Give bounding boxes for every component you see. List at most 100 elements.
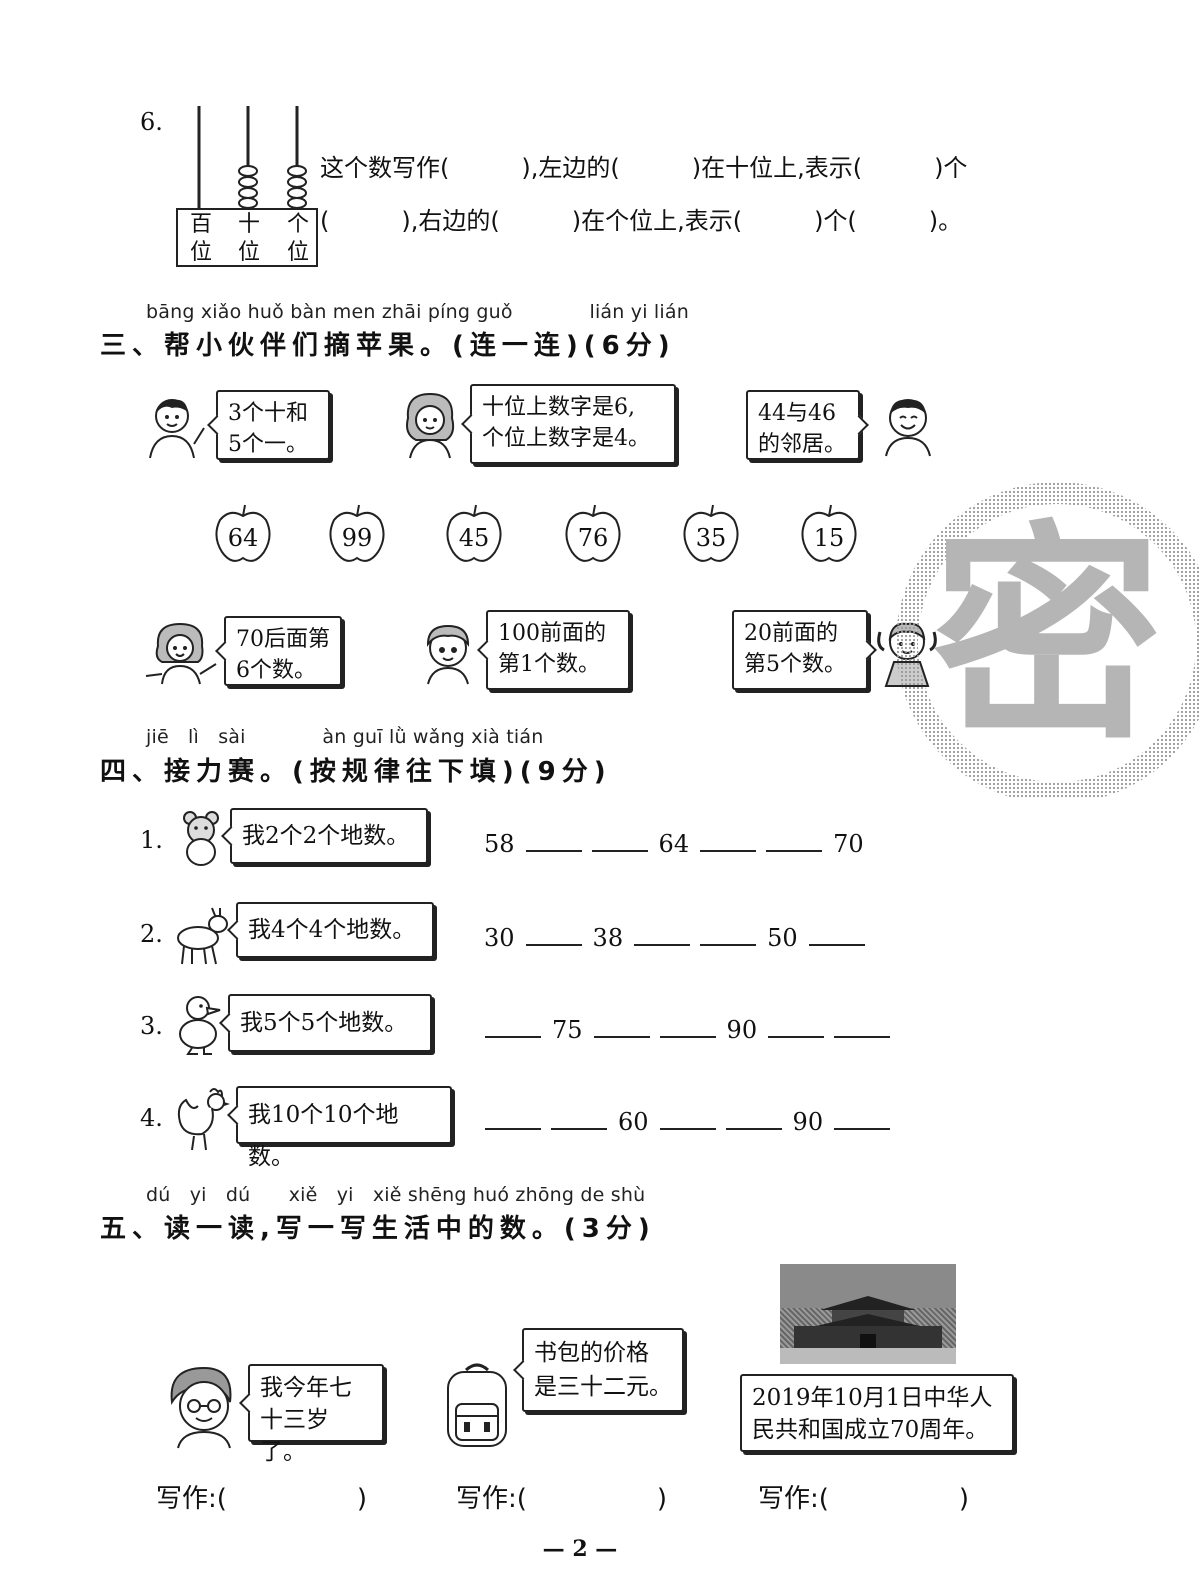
bubble-100-before-1st: 100前面的 第1个数。 xyxy=(486,610,630,690)
smiling-boy-icon xyxy=(885,399,931,457)
section-3-pinyin: bāng xiǎo huǒ bàn men zhāi píng guǒ lián… xyxy=(146,301,689,323)
write-answer-3[interactable]: 写作:( ) xyxy=(758,1484,970,1514)
apple-number: 76 xyxy=(577,524,609,552)
page-number: — 2 — xyxy=(542,1536,618,1562)
answer-blank[interactable] xyxy=(659,1012,716,1038)
boy-pointing-icon xyxy=(149,399,205,459)
seq-number: 64 xyxy=(658,830,690,858)
bubble-70-after-6th: 70后面第 6个数。 xyxy=(224,616,342,686)
relay-sequence-1: 58 64 70 xyxy=(478,826,870,858)
answer-blank[interactable] xyxy=(485,1104,541,1130)
seq-number: 50 xyxy=(767,924,798,952)
apple-number: 15 xyxy=(813,524,845,552)
section-5-title: 五、读一读,写一写生活中的数。(3分) xyxy=(100,1214,656,1244)
apple-icon xyxy=(329,504,385,562)
girl-thinking-icon xyxy=(406,392,455,459)
relay-row-2-number: 2. xyxy=(140,920,163,948)
question-6-line-1: 这个数写作( ),左边的( )在十位上,表示( )个 xyxy=(320,154,968,182)
apple-icon xyxy=(683,504,739,562)
stamp-character: 密 xyxy=(931,504,1162,771)
seq-number: 30 xyxy=(484,924,515,952)
bear-icon xyxy=(183,811,219,866)
apple[interactable]: 76 xyxy=(564,502,622,564)
rooster-icon xyxy=(177,1088,230,1151)
confidential-stamp: 密 xyxy=(892,478,1200,798)
seq-number: 58 xyxy=(484,830,515,858)
relay-bubble-4: 我10个10个地数。 xyxy=(236,1086,452,1170)
abacus-label-tens: 十 位 xyxy=(237,212,260,265)
apple-icon xyxy=(446,504,502,562)
apple[interactable]: 45 xyxy=(445,502,503,564)
relay-sequence-2: 30 38 50 xyxy=(478,920,870,952)
goat-icon xyxy=(177,907,228,965)
write-answer-2[interactable]: 写作:( ) xyxy=(456,1484,668,1514)
bubble-prc-70-years: 2019年10月1日中华人 民共和国成立70周年。 xyxy=(740,1374,1014,1452)
question-6-number: 6. xyxy=(140,108,163,136)
relay-bubble-2: 我4个4个地数。 xyxy=(236,902,434,958)
boy-looking-icon xyxy=(426,624,470,685)
answer-blank[interactable] xyxy=(593,1012,650,1038)
answer-blank[interactable] xyxy=(808,920,865,946)
bubble-price-32: 书包的价格 是三十二元。 xyxy=(522,1328,684,1412)
grandma-icon xyxy=(170,1366,232,1449)
apple[interactable]: 35 xyxy=(682,502,740,564)
seq-number: 90 xyxy=(792,1108,824,1136)
answer-blank[interactable] xyxy=(700,826,757,852)
relay-sequence-3: 75 90 xyxy=(480,1012,895,1044)
seq-number: 70 xyxy=(833,830,864,858)
answer-blank[interactable] xyxy=(525,826,582,852)
section-5-pinyin: dú yi dú xiě yi xiě shēng huó zhōng de s… xyxy=(146,1184,646,1206)
answer-blank[interactable] xyxy=(766,826,823,852)
apple-number: 45 xyxy=(458,524,490,552)
abacus-label-ones: 个 位 xyxy=(286,212,309,265)
bubble-3-tens-5-ones: 3个十和 5个一。 xyxy=(216,390,330,460)
answer-blank[interactable] xyxy=(725,1104,782,1130)
apple-icon xyxy=(565,504,621,562)
relay-row-1-number: 1. xyxy=(140,826,163,854)
tiananmen-photo xyxy=(780,1264,956,1364)
bubble-age-73: 我今年七 十三岁了。 xyxy=(248,1364,384,1465)
abacus-label-hundreds: 百 位 xyxy=(189,212,212,265)
seq-number: 75 xyxy=(552,1016,583,1044)
relay-bubble-3: 我5个5个地数。 xyxy=(228,994,432,1052)
apple[interactable]: 15 xyxy=(800,502,858,564)
apple[interactable]: 99 xyxy=(328,502,386,564)
apple-number: 64 xyxy=(227,524,259,552)
relay-row-3-number: 3. xyxy=(140,1012,163,1040)
apple-icon xyxy=(215,504,271,562)
section-3-title: 三、帮小伙伴们摘苹果。(连一连)(6分) xyxy=(100,331,676,361)
write-answer-1[interactable]: 写作:( ) xyxy=(156,1484,368,1514)
gate-tower-icon xyxy=(780,1264,956,1364)
answer-blank[interactable] xyxy=(591,826,648,852)
abacus-icon xyxy=(176,106,318,267)
answer-blank[interactable] xyxy=(551,1104,607,1130)
answer-blank[interactable] xyxy=(768,1012,825,1038)
bubble-neighbor-44-46: 44与46 的邻居。 xyxy=(746,390,860,460)
seq-number: 60 xyxy=(618,1108,649,1136)
seq-number: 38 xyxy=(592,924,624,952)
seq-number: 90 xyxy=(726,1016,758,1044)
bubble-tens-6-ones-4: 十位上数字是6, 个位上数字是4。 xyxy=(470,384,676,464)
stamp-ring-icon xyxy=(896,482,1200,798)
apple-number: 99 xyxy=(341,524,373,552)
relay-bubble-1: 我2个2个地数。 xyxy=(230,808,428,864)
question-6-line-2: ( ),右边的( )在个位上,表示( )个( )。 xyxy=(320,207,963,235)
section-4-title: 四、接力赛。(按规律往下填)(9分) xyxy=(100,757,612,787)
answer-blank[interactable] xyxy=(834,1104,891,1130)
duck-icon xyxy=(179,996,221,1055)
answer-blank[interactable] xyxy=(834,1012,891,1038)
answer-blank[interactable] xyxy=(659,1104,716,1130)
answer-blank[interactable] xyxy=(525,920,582,946)
answer-blank[interactable] xyxy=(634,920,691,946)
apple-icon xyxy=(801,504,857,562)
backpack-icon xyxy=(447,1363,507,1447)
bubble-20-before-5th: 20前面的 第5个数。 xyxy=(732,610,868,690)
apple-number: 35 xyxy=(695,524,727,552)
section-4-pinyin: jiē lì sài àn guī lǜ wǎng xià tián xyxy=(146,726,544,748)
apple[interactable]: 64 xyxy=(214,502,272,564)
relay-row-4-number: 4. xyxy=(140,1104,163,1132)
answer-blank[interactable] xyxy=(700,920,757,946)
answer-blank[interactable] xyxy=(485,1012,541,1038)
apple-row: 64 99 45 76 35 15 xyxy=(210,502,870,568)
girl-waving-icon xyxy=(145,622,217,685)
